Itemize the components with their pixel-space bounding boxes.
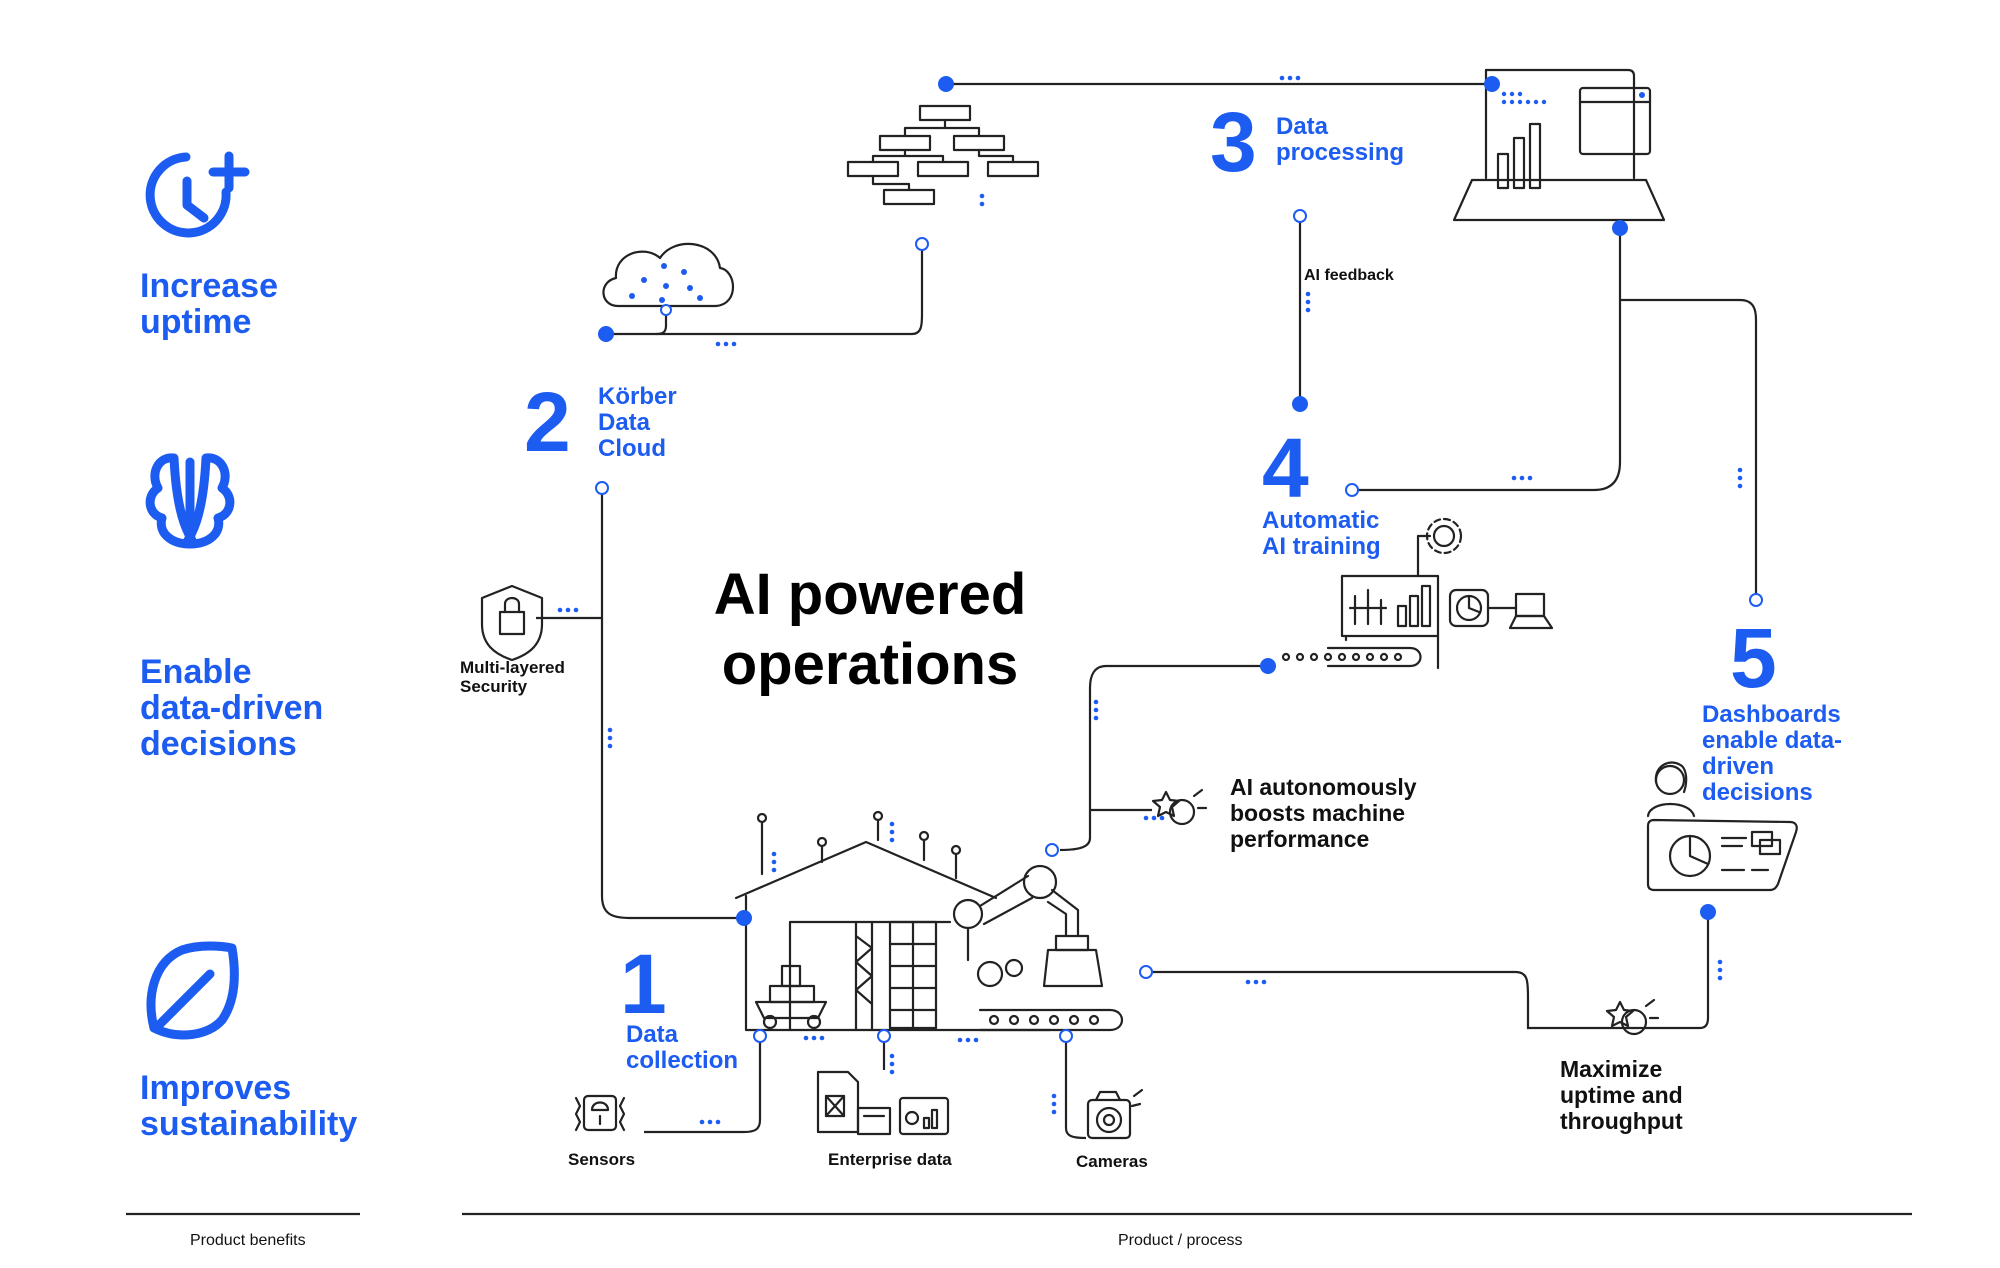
step-3-label: Data processing [1276, 113, 1405, 166]
cameras-label: Cameras [1076, 1152, 1148, 1171]
brain-icon [145, 453, 235, 549]
connector-dots [595, 76, 1763, 1043]
leaf-icon [146, 941, 239, 1040]
benefit-increase-uptime: Increase uptime [140, 267, 278, 341]
shield-lock-icon [480, 584, 544, 662]
step-2-label: Körber Data Cloud [598, 383, 677, 462]
step-4-number: 4 [1262, 421, 1309, 515]
cloud-icon [602, 242, 734, 308]
step-1-label: Data collection [626, 1021, 739, 1074]
outcome-boost-performance: AI autonomously boosts machine performan… [1230, 774, 1417, 852]
step-5-label: Dashboards enable data-driven decisions [1702, 701, 1843, 806]
dollar-star-icon [1151, 788, 1208, 826]
diagram-title: AI powered operations [713, 562, 1027, 697]
benefit-data-driven-decisions: Enable data-driven decisions [140, 653, 324, 763]
outcome-maximize-uptime: Maximize uptime and throughput [1560, 1056, 1683, 1134]
ai-training-machine-icon [1281, 517, 1554, 670]
ai-feedback-label: AI feedback [1304, 267, 1394, 284]
step-2-number: 2 [524, 375, 571, 469]
step-1-number: 1 [620, 937, 667, 1031]
hierarchy-icon [846, 104, 1040, 206]
camera-icon [1086, 1088, 1144, 1140]
person-dashboard-icon [1646, 761, 1798, 892]
benefit-sustainability: Improves sustainability [140, 1069, 358, 1143]
enterprise-data-label: Enterprise data [828, 1150, 952, 1169]
dollar-star-icon [1605, 998, 1660, 1036]
connector-lines [536, 82, 1758, 1140]
step-5-number: 5 [1730, 611, 1777, 705]
factory-icon [734, 810, 1124, 1032]
clock-plus-icon [145, 151, 250, 238]
ellipsis-marks [557, 75, 1743, 1125]
sensor-icon [574, 1094, 626, 1132]
footer-product-benefits: Product benefits [190, 1232, 306, 1249]
footer-product-process: Product / process [1118, 1232, 1243, 1249]
security-label: Multi-layered Security [460, 658, 565, 696]
documents-icon [816, 1070, 950, 1136]
step-3-number: 3 [1210, 95, 1257, 189]
sensors-label: Sensors [568, 1150, 636, 1169]
step-4-label: Automatic AI training [1262, 507, 1381, 560]
laptop-dashboard-icon [1452, 68, 1666, 222]
